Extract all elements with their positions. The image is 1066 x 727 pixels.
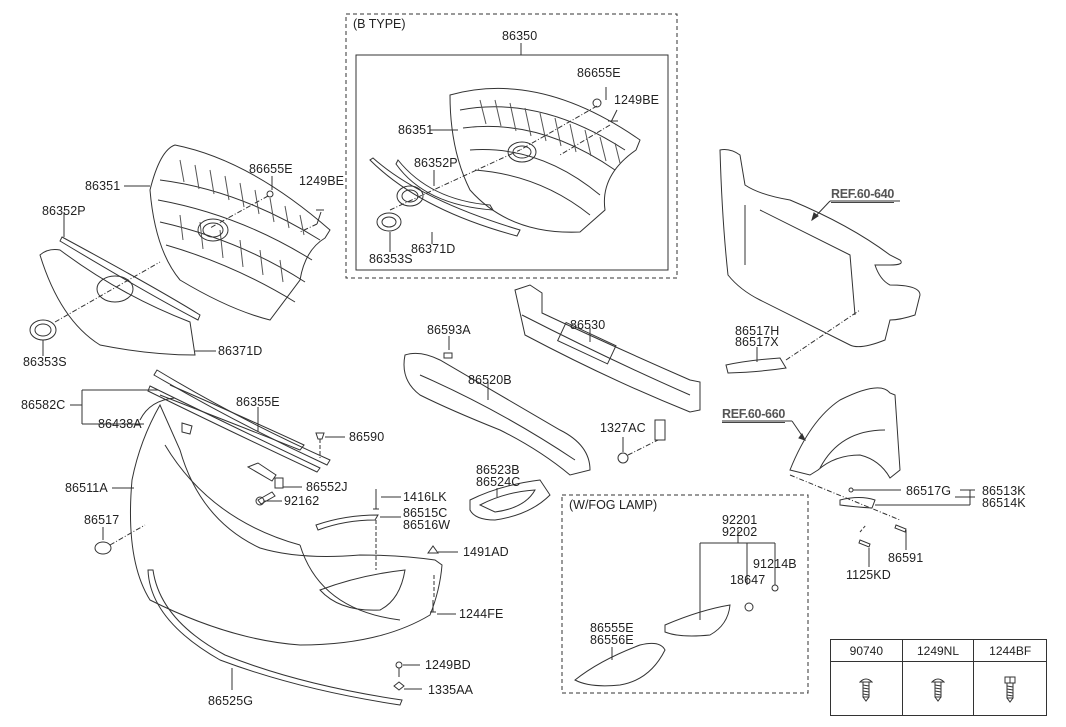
part-label: 18647 <box>730 573 766 587</box>
ref-60-640-link[interactable]: REF.60-640 <box>831 187 895 203</box>
part-label: 86371D <box>218 344 263 358</box>
part-label: 1249BD <box>425 658 471 672</box>
part-label: 86517H <box>735 324 780 338</box>
ref-60-660-link[interactable]: REF.60-660 <box>722 407 786 423</box>
part-label: 1249BE <box>299 174 345 188</box>
part-label: 1416LK <box>403 490 447 504</box>
part-label: 86591 <box>888 551 924 565</box>
grille-b-type <box>449 87 641 233</box>
part-label: 86520B <box>468 373 512 387</box>
part-label: 86655E <box>249 162 293 176</box>
part-label: 86350 <box>502 29 538 43</box>
part-label: 86590 <box>349 430 385 444</box>
part-label: 86582C <box>21 398 66 412</box>
b-type-inner-box <box>355 54 669 271</box>
part-label: 1327AC <box>600 421 646 435</box>
part-label: 86530 <box>570 318 606 332</box>
part-label: 86353S <box>23 355 67 369</box>
part-label: 86352P <box>42 204 86 218</box>
hex-bolt-icon <box>974 662 1046 715</box>
b-type-box <box>345 13 678 279</box>
part-label: 1244FE <box>459 607 504 621</box>
part-label: 86513K <box>982 484 1026 498</box>
part-label: 1249BE <box>614 93 660 107</box>
part-label: 86353S <box>369 252 413 266</box>
part-label: 86516W <box>403 518 451 532</box>
part-label: 86514K <box>982 496 1026 510</box>
fog-lamp-title: (W/FOG LAMP) <box>569 498 658 512</box>
part-label: 86517 <box>84 513 120 527</box>
part-label: 92202 <box>722 525 758 539</box>
screw-icon <box>903 662 975 715</box>
fastener-header: 90740 <box>831 640 903 662</box>
grille-main <box>149 144 331 321</box>
part-label: 92201 <box>722 513 758 527</box>
part-label: 86655E <box>577 66 621 80</box>
part-label: 91214B <box>753 557 797 571</box>
fastener-header: 1244BF <box>974 640 1046 662</box>
part-label: 86524C <box>476 475 521 489</box>
part-label: 86556E <box>590 633 634 647</box>
part-label: 86438A <box>98 417 142 431</box>
part-label: 1335AA <box>428 683 474 697</box>
screw-icon <box>831 662 903 715</box>
part-label: 86351 <box>85 179 121 193</box>
part-label: 86555E <box>590 621 634 635</box>
part-label: 86515C <box>403 506 448 520</box>
part-label: 86552J <box>306 480 348 494</box>
part-label: 92162 <box>284 494 320 508</box>
part-label: 86351 <box>398 123 434 137</box>
fog-lamp-box <box>561 494 809 694</box>
part-label: 86352P <box>414 156 458 170</box>
part-label: 1491AD <box>463 545 509 559</box>
part-label: 86371D <box>411 242 456 256</box>
bumper-cover <box>130 397 443 646</box>
part-label: 86593A <box>427 323 471 337</box>
part-label: 86517G <box>906 484 952 498</box>
b-type-title: (B TYPE) <box>353 17 406 31</box>
fastener-header: 1249NL <box>902 640 975 662</box>
part-label: 86525G <box>208 694 254 708</box>
fastener-table: 90740 1249NL 1244BF <box>830 639 1047 716</box>
part-label: 86523B <box>476 463 520 477</box>
part-label: 86511A <box>65 481 108 495</box>
part-label: 1125KD <box>846 568 891 582</box>
part-label: 86355E <box>236 395 280 409</box>
part-label: 86517X <box>735 335 779 349</box>
